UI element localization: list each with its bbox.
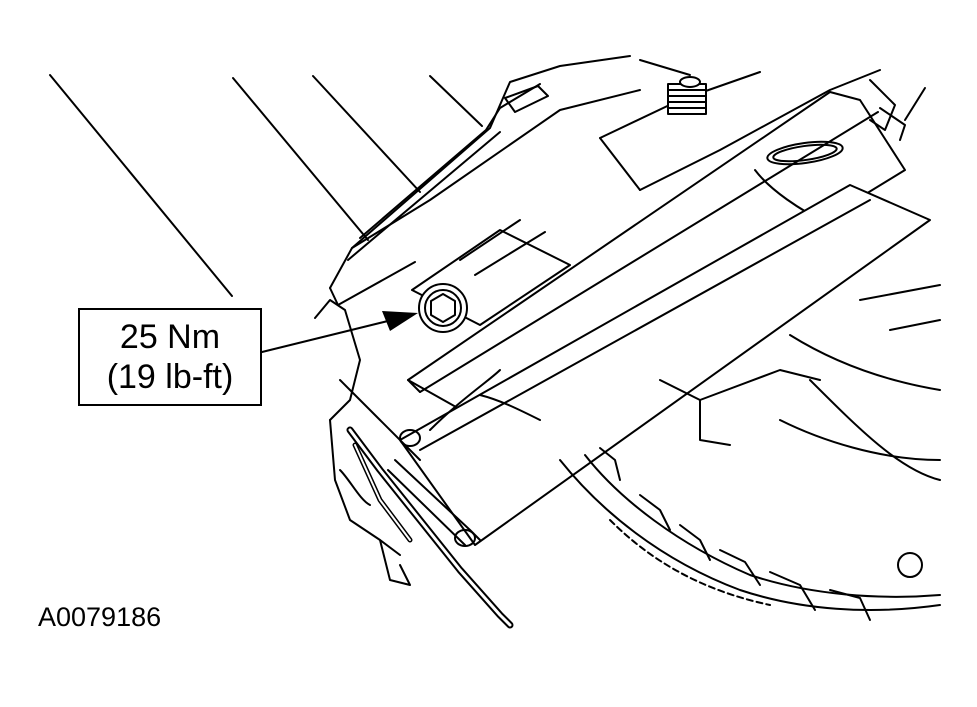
figure-id: A0079186 [38,602,162,632]
frame-lines [49,59,691,297]
torque-callout: 25 Nm (19 lb-ft) [78,308,262,406]
callout-leader [261,319,393,353]
brake-cable [346,426,514,629]
lower-bracket [314,299,541,586]
backing-plate [559,284,941,621]
stud [667,76,707,115]
bolt-region [411,219,571,333]
arrow-icon [382,311,418,331]
torque-lbft: (19 lb-ft) [106,358,234,396]
torque-nm: 25 Nm [119,318,221,356]
